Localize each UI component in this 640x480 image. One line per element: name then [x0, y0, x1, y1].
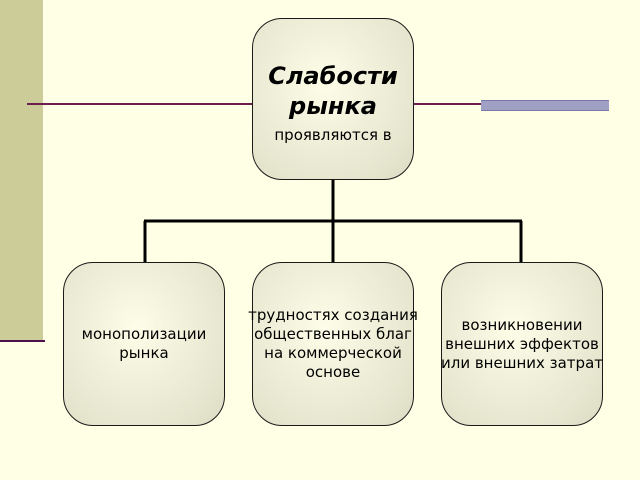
child-label: возникновении внешних эффектов или внешн… — [440, 315, 603, 372]
decorative-block — [481, 100, 609, 111]
child-node-public-goods: трудностях создания общественных благ на… — [248, 262, 418, 426]
child-node-monopolization: монополизации рынка — [63, 262, 225, 426]
root-node: Слабости рынка проявляются в — [252, 18, 414, 180]
root-title: Слабости рынка — [268, 62, 398, 120]
child-node-externalities: возникновении внешних эффектов или внешн… — [441, 262, 603, 426]
root-subtitle: проявляются в — [274, 126, 392, 144]
child-label: трудностях создания общественных благ на… — [248, 306, 418, 381]
child-label: монополизации рынка — [81, 325, 207, 362]
left-bar-rule — [0, 340, 45, 342]
left-decorative-bar — [0, 0, 43, 340]
